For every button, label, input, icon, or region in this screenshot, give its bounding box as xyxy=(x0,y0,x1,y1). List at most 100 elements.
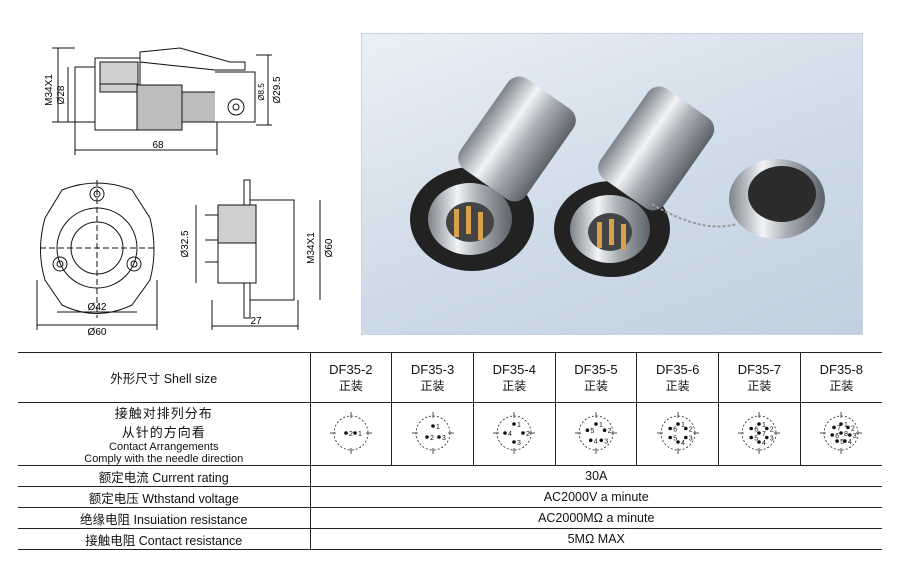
pin-number: 2 xyxy=(770,426,774,433)
side-thread-label: M34X1 xyxy=(44,74,55,106)
pin-dot xyxy=(757,439,762,444)
pin-number: 1 xyxy=(358,431,362,438)
pin-number: 4 xyxy=(508,431,512,438)
contact-label-cn1: 接触对排列分布 xyxy=(114,406,213,421)
front-outer-dia-label: Ø60 xyxy=(88,327,107,338)
profile-view-drawing xyxy=(195,179,321,330)
pin-dot xyxy=(430,423,435,428)
pin-number: 2 xyxy=(688,426,692,433)
profile-dia-flange-label: Ø60 xyxy=(324,238,335,257)
pin-number: 2 xyxy=(349,431,353,438)
pin-dot xyxy=(521,430,526,435)
pin-number: 7 xyxy=(762,431,766,438)
connector-photo-icon xyxy=(410,76,825,277)
pin-number: 8 xyxy=(844,431,848,438)
table-row-insulation: 绝缘电阻 Insuiation resistance AC2000MΩ a mi… xyxy=(18,507,882,529)
model-sub: 正装 xyxy=(338,378,363,393)
profile-dia-body-label: Ø32.5 xyxy=(180,230,191,258)
pin-dot xyxy=(765,435,769,439)
front-inner-dia-label: Ø42 xyxy=(88,302,107,313)
contact-label-en1: Contact Arrangements xyxy=(109,441,219,453)
pin-dot xyxy=(757,421,762,426)
model-name: DF35-8 xyxy=(819,361,864,377)
contact-label-en2: Comply with the needle direction xyxy=(84,453,244,465)
pin-number: 4 xyxy=(848,439,852,446)
pin-dot xyxy=(765,426,769,430)
side-length-label: 68 xyxy=(152,140,164,151)
pin-number: 2 xyxy=(851,425,855,432)
pin-dot xyxy=(512,421,517,426)
model-sub: 正装 xyxy=(502,378,527,393)
pin-number: 4 xyxy=(681,440,685,447)
pin-number: 3 xyxy=(853,433,857,440)
pin-number: 7 xyxy=(837,425,841,432)
model-name: DF35-6 xyxy=(655,361,700,377)
current-rating-label: 额定电流 Current rating xyxy=(18,465,310,487)
pin-dot xyxy=(848,432,852,437)
pin-number: 1 xyxy=(517,422,521,429)
pin-number: 2 xyxy=(526,431,530,438)
pin-dot xyxy=(835,438,840,443)
table-row-contact-resistance: 接触电阻 Contact resistance 5MΩ MAX xyxy=(18,528,882,550)
contact-resistance-value: 5MΩ MAX xyxy=(309,528,882,550)
withstand-voltage-label: 额定电压 Wthstand voltage xyxy=(18,486,310,508)
pin-number: 3 xyxy=(770,435,774,442)
technical-drawings: M34X1 Ø28 Ø8.5 Ø29.5 68 Ø42 Ø60 Ø32.5 M3… xyxy=(36,47,335,338)
pin-dot xyxy=(588,438,593,442)
model-name: DF35-4 xyxy=(492,361,536,377)
pin-dot xyxy=(503,430,508,435)
pin-dot xyxy=(843,438,848,443)
model-name: DF35-2 xyxy=(329,361,373,377)
pin-number: 1 xyxy=(599,422,603,429)
pin-number: 1 xyxy=(762,422,766,429)
side-dia-left-label: Ø28 xyxy=(56,85,67,104)
withstand-voltage-value: AC2000V a minute xyxy=(309,486,882,508)
table-row-current: 额定电流 Current rating 30A xyxy=(18,465,882,487)
insulation-resistance-value: AC2000MΩ a minute xyxy=(309,507,882,529)
pin-dot xyxy=(436,434,441,439)
pin-dot xyxy=(832,425,837,429)
model-name: DF35-3 xyxy=(410,361,455,377)
pin-dot xyxy=(602,427,607,432)
pin-dot xyxy=(683,435,688,439)
front-view-drawing xyxy=(36,180,158,330)
side-dia-small-label: Ø8.5 xyxy=(257,83,266,101)
insulation-resistance-label: 绝缘电阻 Insuiation resistance xyxy=(18,507,310,529)
pin-number: 4 xyxy=(762,440,766,447)
pin-dot xyxy=(757,430,762,435)
pin-number: 6 xyxy=(836,433,840,440)
pin-number: 3 xyxy=(517,440,521,447)
pin-dot xyxy=(353,430,357,435)
pin-number: 1 xyxy=(681,422,685,429)
profile-depth-label: 27 xyxy=(250,316,262,327)
table-row-contacts: 接触对排列分布 从针的方向看 Contact Arrangements Comp… xyxy=(18,402,882,466)
pin-dot xyxy=(424,434,429,439)
pin-dot xyxy=(512,439,517,444)
pin-dot xyxy=(683,426,688,430)
pin-dot xyxy=(846,425,851,429)
pin-number: 3 xyxy=(604,438,608,445)
shell-size-label: 外形尺寸 Shell size xyxy=(18,352,310,403)
pin-dot xyxy=(839,421,844,426)
side-dia-right-label: Ø29.5 xyxy=(272,76,283,104)
pin-number: 3 xyxy=(688,435,692,442)
pin-dot xyxy=(749,435,754,439)
pin-dot xyxy=(830,432,835,437)
pin-number: 2 xyxy=(608,428,612,435)
pin-dot xyxy=(668,426,672,430)
